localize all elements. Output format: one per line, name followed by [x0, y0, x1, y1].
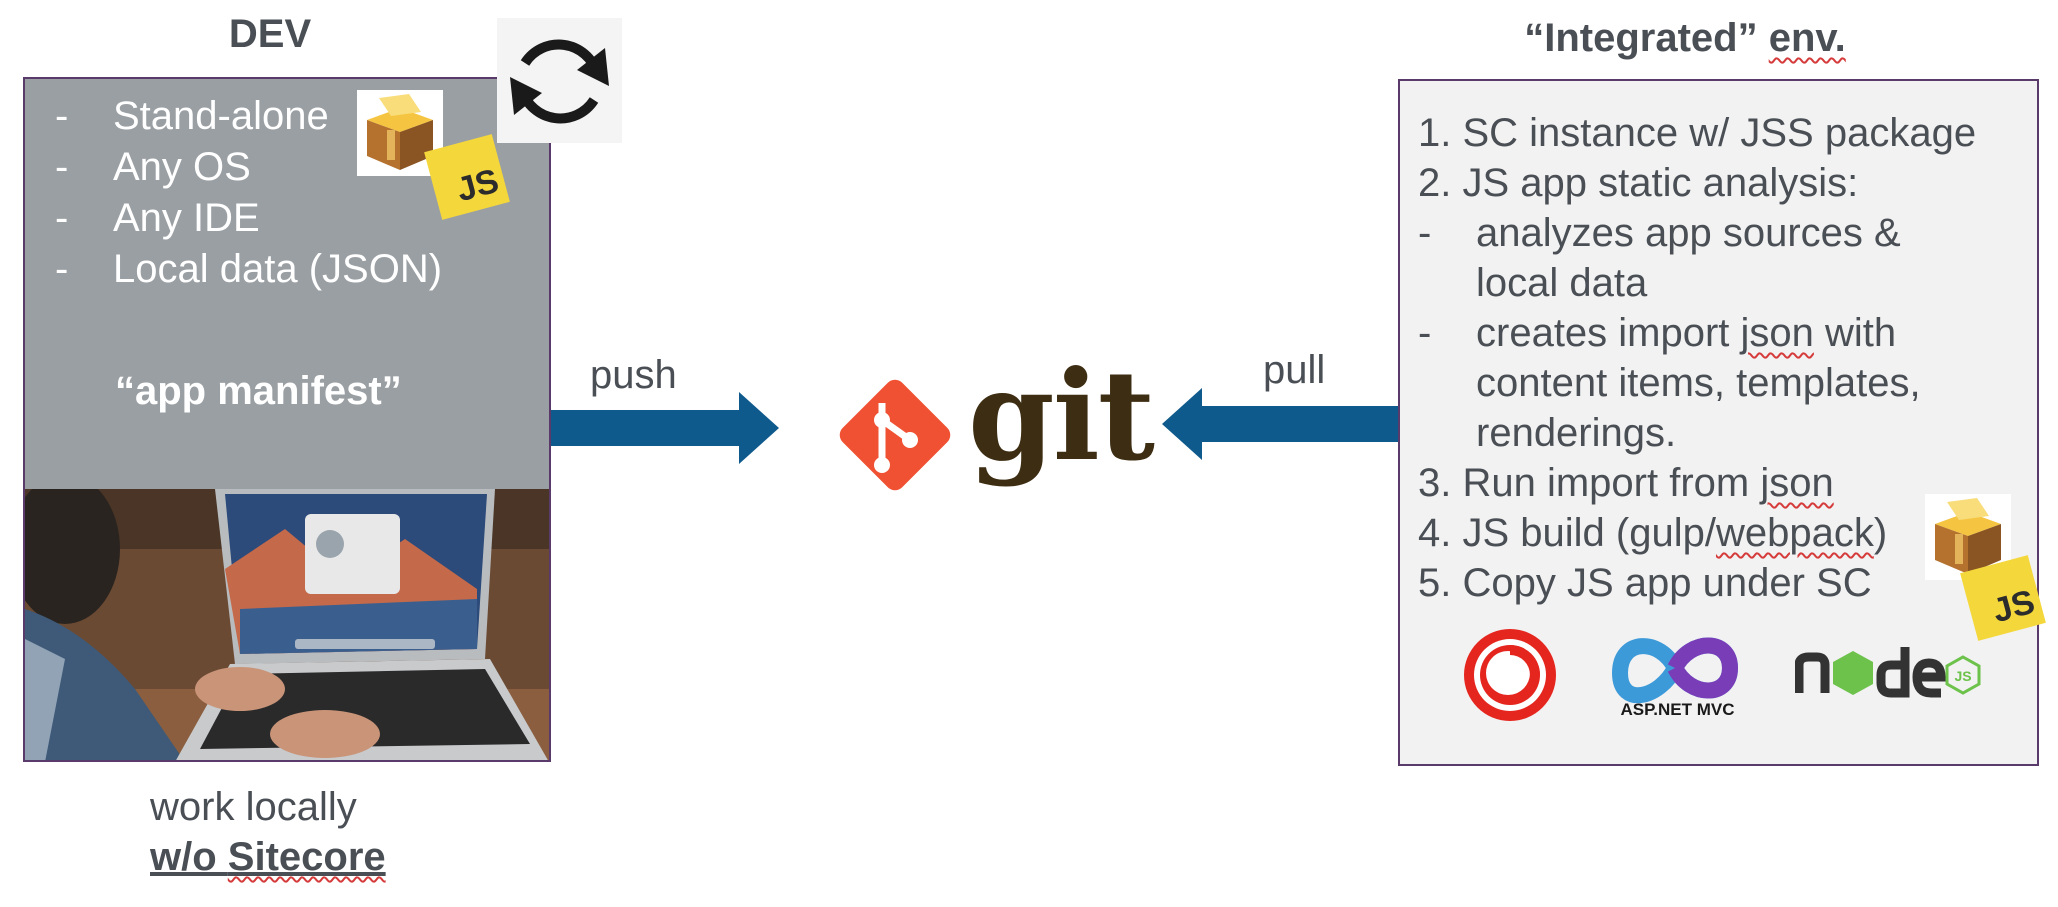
svg-text:JS: JS [1954, 668, 1971, 684]
git-logo-icon [839, 379, 951, 491]
pull-arrow [1162, 388, 1400, 460]
aspnet-logo [1611, 637, 1739, 704]
push-arrow [551, 392, 779, 464]
sync-icon [497, 18, 622, 143]
step-line: local data [1476, 261, 1648, 305]
step-line: content items, templates, [1476, 361, 1921, 405]
step-line: 4. JS build (gulp/webpack) [1418, 511, 1888, 555]
footer-without-sitecore: w/o Sitecore [150, 835, 386, 879]
dev-feature-item: -Any IDE [55, 196, 260, 240]
integrated-env-title: “Integrated” env. [1524, 16, 1846, 60]
app-manifest-label: “app manifest” [115, 369, 402, 413]
step-line: 3. Run import from json [1418, 461, 1834, 505]
aspnet-label: ASP.NET MVC [1620, 700, 1735, 719]
dev-feature-list: -Stand-alone -Any OS -Any IDE -Local dat… [55, 91, 442, 295]
laptop-photo [25, 489, 549, 760]
nodejs-logo: JS [1795, 647, 1981, 698]
sitecore-logo [1464, 629, 1556, 721]
push-label: push [590, 353, 677, 397]
dev-feature-item: -Any OS [55, 145, 251, 189]
step-line: 2. JS app static analysis: [1418, 161, 1859, 205]
step-line: 1. SC instance w/ JSS package [1418, 111, 1977, 155]
bullet-dash: - [1418, 311, 1432, 355]
pull-label: pull [1263, 348, 1326, 392]
dev-title: DEV [228, 12, 312, 56]
step-line: 5. Copy JS app under SC [1418, 561, 1872, 605]
git-wordmark: git [968, 344, 1155, 489]
dev-feature-item: -Stand-alone [55, 94, 329, 138]
step-line: renderings. [1476, 411, 1677, 455]
step-line: analyzes app sources & [1476, 211, 1901, 255]
package-icon [1925, 494, 2011, 580]
dev-feature-item: -Local data (JSON) [55, 247, 443, 291]
bullet-dash: - [1418, 211, 1432, 255]
footer-work-locally: work locally [150, 785, 357, 829]
step-line: creates import json with [1476, 311, 1897, 355]
